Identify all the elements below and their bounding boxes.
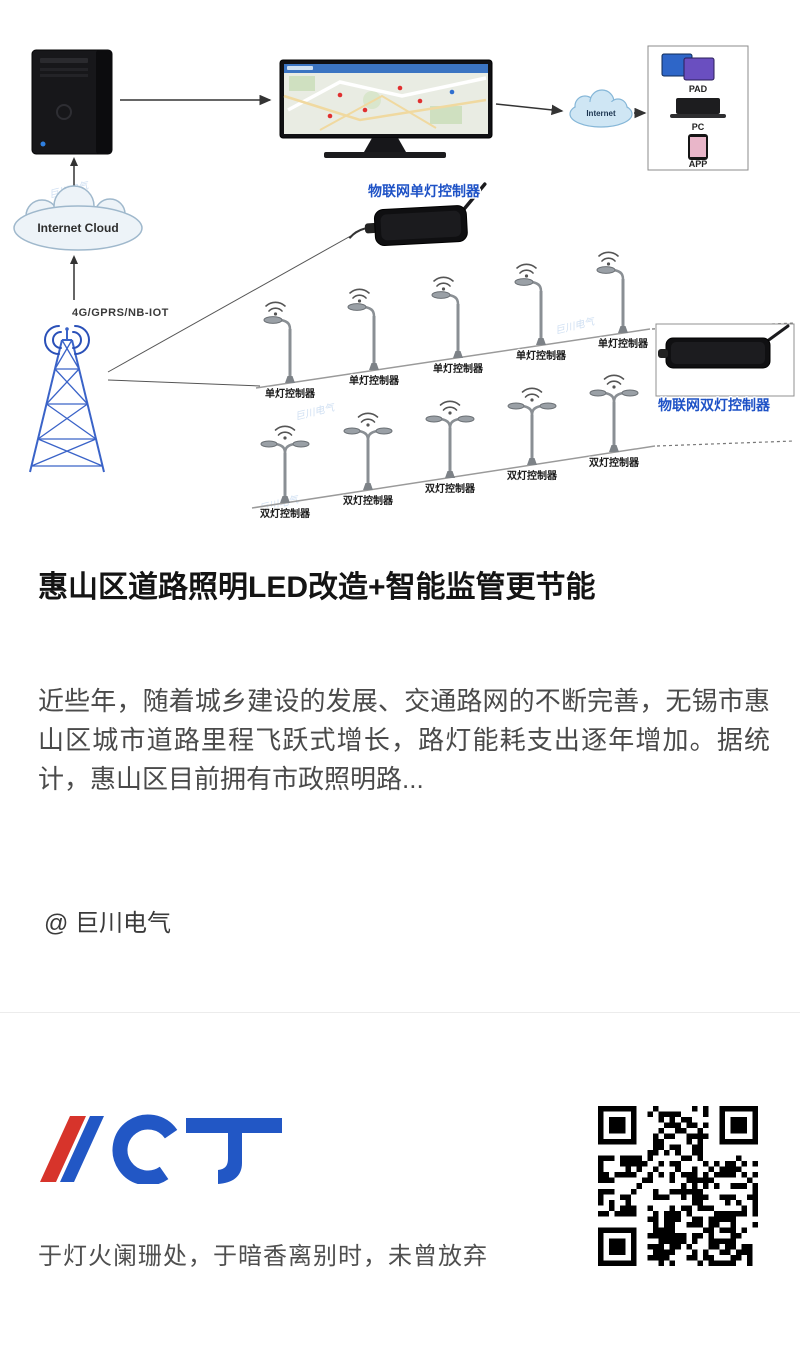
jct-logo bbox=[36, 1104, 286, 1184]
qr-code bbox=[598, 1106, 758, 1266]
internet-cloud-small: Internet bbox=[569, 89, 633, 128]
street-lamp-double-icon bbox=[259, 424, 311, 505]
article-author-link[interactable]: @ 巨川电气 bbox=[44, 910, 172, 937]
pc-icon bbox=[670, 98, 726, 118]
single-lamp-label: 单灯控制器 bbox=[598, 337, 649, 350]
app-label: APP bbox=[689, 159, 708, 169]
pad-label: PAD bbox=[689, 84, 708, 94]
street-lamp-double-icon bbox=[588, 373, 640, 454]
svg-text:巨川电气: 巨川电气 bbox=[294, 401, 338, 423]
street-lamp-double-icon bbox=[424, 399, 476, 480]
svg-text:巨川电气: 巨川电气 bbox=[554, 315, 598, 337]
single-lamp-controller-device bbox=[348, 182, 487, 246]
map-app-titlebar bbox=[284, 64, 488, 73]
single-lamp-label: 单灯控制器 bbox=[516, 349, 567, 362]
street-lamp-single-icon bbox=[513, 262, 548, 347]
up-arrowhead bbox=[70, 157, 78, 166]
logo-t-glyph bbox=[186, 1118, 282, 1184]
single-lamp-label: 单灯控制器 bbox=[349, 374, 400, 387]
street-lamp-double-icon bbox=[506, 386, 558, 467]
double-lamp-label: 双灯控制器 bbox=[425, 482, 476, 495]
logo-red-stroke bbox=[40, 1116, 86, 1182]
single-controller-title: 物联网单灯控制器 bbox=[368, 183, 481, 199]
footer-slogan: 于灯火阑珊处，于暗香离别时，未曾放弃 bbox=[38, 1243, 488, 1270]
internet-label: Internet bbox=[586, 109, 616, 118]
single-lamp-label: 单灯控制器 bbox=[433, 362, 484, 375]
section-divider bbox=[0, 1012, 800, 1013]
article-excerpt: 近些年，随着城乡建设的发展、交通路网的不断完善，无锡市惠山区城市道路里程飞跃式增… bbox=[38, 686, 770, 794]
radio-tower-icon bbox=[29, 325, 105, 473]
double-lamp-controller-device bbox=[655, 323, 795, 397]
street-lamp-single-icon bbox=[346, 287, 381, 372]
double-lamp-label: 双灯控制器 bbox=[507, 469, 558, 482]
road-line-single bbox=[255, 328, 651, 389]
app-icon bbox=[688, 134, 708, 160]
logo-c-ring bbox=[112, 1114, 184, 1184]
connection-arrow-monitor-internet bbox=[495, 103, 564, 116]
article-title: 惠山区道路照明LED改造+智能监管更节能 bbox=[38, 571, 596, 605]
iot-lighting-system-diagram: 巨川电气 巨川电气 巨川电气 巨川电气 巨川电气 巨川电气 bbox=[0, 0, 800, 530]
street-lamp-single-icon bbox=[262, 300, 297, 385]
pc-label: PC bbox=[692, 122, 705, 132]
double-lamp-label: 双灯控制器 bbox=[343, 494, 394, 507]
qr-modules bbox=[598, 1106, 758, 1266]
internet-cloud-shape: Internet Cloud bbox=[13, 185, 143, 251]
double-lamp-label: 双灯控制器 bbox=[260, 507, 311, 520]
dashed-line-double bbox=[656, 440, 795, 447]
pad-icon bbox=[661, 53, 715, 81]
logo-blue-stroke bbox=[60, 1116, 104, 1182]
street-lamp-single-icon bbox=[595, 250, 630, 335]
double-lamp-label: 双灯控制器 bbox=[589, 456, 640, 469]
tower-callout-lines bbox=[107, 223, 373, 387]
devices-panel: PAD PC APP bbox=[647, 45, 749, 171]
monitor-icon bbox=[279, 59, 493, 158]
single-lamp-label: 单灯控制器 bbox=[265, 387, 316, 400]
up-arrowhead bbox=[70, 255, 78, 264]
server-tower-icon bbox=[31, 49, 113, 155]
double-controller-title: 物联网双灯控制器 bbox=[658, 397, 771, 413]
internet-cloud-label: Internet Cloud bbox=[37, 221, 118, 235]
street-lamp-single-icon bbox=[430, 275, 465, 360]
map-screen bbox=[283, 76, 487, 131]
street-lamp-double-icon bbox=[342, 411, 394, 492]
network-type-label: 4G/GPRS/NB-IOT bbox=[72, 307, 169, 319]
